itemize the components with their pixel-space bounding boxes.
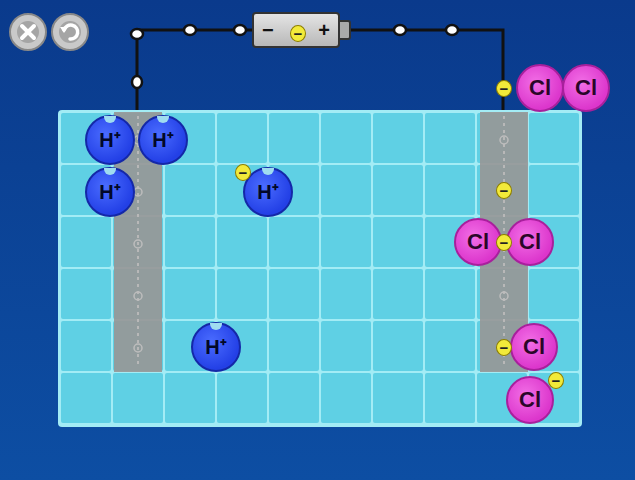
grid-cell [425, 373, 475, 423]
charge-sign: − [239, 165, 248, 180]
electrode-mark [134, 292, 142, 300]
grid-cell [373, 321, 423, 371]
grid-cell [321, 373, 371, 423]
grid-cell [165, 269, 215, 319]
grid-cell [217, 217, 267, 267]
charge-sign: − [500, 183, 509, 198]
electron: − [496, 182, 512, 199]
grid-cell [165, 373, 215, 423]
ion-symbol: H⁺ [99, 130, 120, 150]
grid-cell [269, 321, 319, 371]
grid-cell [321, 113, 371, 163]
ion-symbol: Cl [575, 77, 597, 99]
grid-cell [61, 321, 111, 371]
electron: − [290, 25, 306, 42]
grid-cell [321, 321, 371, 371]
terminal-sign: + [318, 20, 330, 40]
hydrogen-ion: H⁺ [85, 167, 135, 217]
ion-symbol: Cl [467, 231, 489, 253]
electron: − [235, 164, 251, 181]
grid-cell [425, 113, 475, 163]
ion-symbol: Cl [519, 231, 541, 253]
ion-symbol: H⁺ [205, 337, 226, 357]
grid-cell [269, 113, 319, 163]
hydrogen-ion: H⁺ [85, 115, 135, 165]
wire-links [131, 25, 458, 88]
hydrogen-ion: H⁺ [191, 322, 241, 372]
grid-cell [373, 269, 423, 319]
electron: − [548, 372, 564, 389]
ion-symbol: H⁺ [152, 130, 173, 150]
hydrogen-ion: H⁺ [138, 115, 188, 165]
chlorine-atom: Cl [506, 376, 554, 424]
ion-notch [104, 116, 116, 123]
grid-cell [165, 217, 215, 267]
ion-symbol: Cl [523, 336, 545, 358]
grid-cell [529, 165, 579, 215]
water-grid [58, 110, 582, 427]
grid-cell [425, 165, 475, 215]
grid-cell [425, 269, 475, 319]
electrode-mark [134, 240, 142, 248]
charge-sign: − [552, 373, 561, 388]
charge-sign: − [500, 235, 509, 250]
grid-cell [373, 373, 423, 423]
grid-cell [61, 269, 111, 319]
grid-cell [269, 217, 319, 267]
electron: − [496, 234, 512, 251]
grid-cell [61, 373, 111, 423]
grid-cell [113, 373, 163, 423]
electron: − [496, 339, 512, 356]
charge-sign: − [500, 81, 509, 96]
ion-symbol: H⁺ [257, 182, 278, 202]
grid-cell [425, 321, 475, 371]
chlorine-atom: Cl [562, 64, 610, 112]
ion-notch [210, 323, 222, 330]
grid-cell [269, 373, 319, 423]
chlorine-atom: Cl [516, 64, 564, 112]
grid-cell [373, 217, 423, 267]
grid-cell [61, 217, 111, 267]
grid-cell [321, 269, 371, 319]
electrode-mark [134, 188, 142, 196]
grid-cell [373, 165, 423, 215]
battery: −+− [252, 12, 340, 48]
ion-symbol: Cl [519, 389, 541, 411]
grid-cell [269, 269, 319, 319]
chlorine-atom: Cl [506, 218, 554, 266]
charge-sign: − [500, 340, 509, 355]
ion-notch [262, 168, 274, 175]
electrode-mark [500, 292, 508, 300]
chlorine-atom: Cl [510, 323, 558, 371]
chlorine-atom: Cl [454, 218, 502, 266]
terminal-sign: − [262, 20, 274, 40]
ion-symbol: Cl [529, 77, 551, 99]
grid-cell [529, 269, 579, 319]
grid-cell [529, 113, 579, 163]
grid-cell [321, 217, 371, 267]
ion-notch [104, 168, 116, 175]
electrode-mark [134, 344, 142, 352]
grid-cell [165, 165, 215, 215]
grid-cell [321, 165, 371, 215]
electron: − [496, 80, 512, 97]
undo-button [52, 14, 88, 50]
close-button [10, 14, 46, 50]
grid-cell [217, 113, 267, 163]
ion-notch [157, 116, 169, 123]
ion-symbol: H⁺ [99, 182, 120, 202]
charge-sign: − [294, 26, 303, 41]
grid-cell [217, 373, 267, 423]
grid-cell [217, 269, 267, 319]
electrode-mark [500, 136, 508, 144]
grid-cell [373, 113, 423, 163]
